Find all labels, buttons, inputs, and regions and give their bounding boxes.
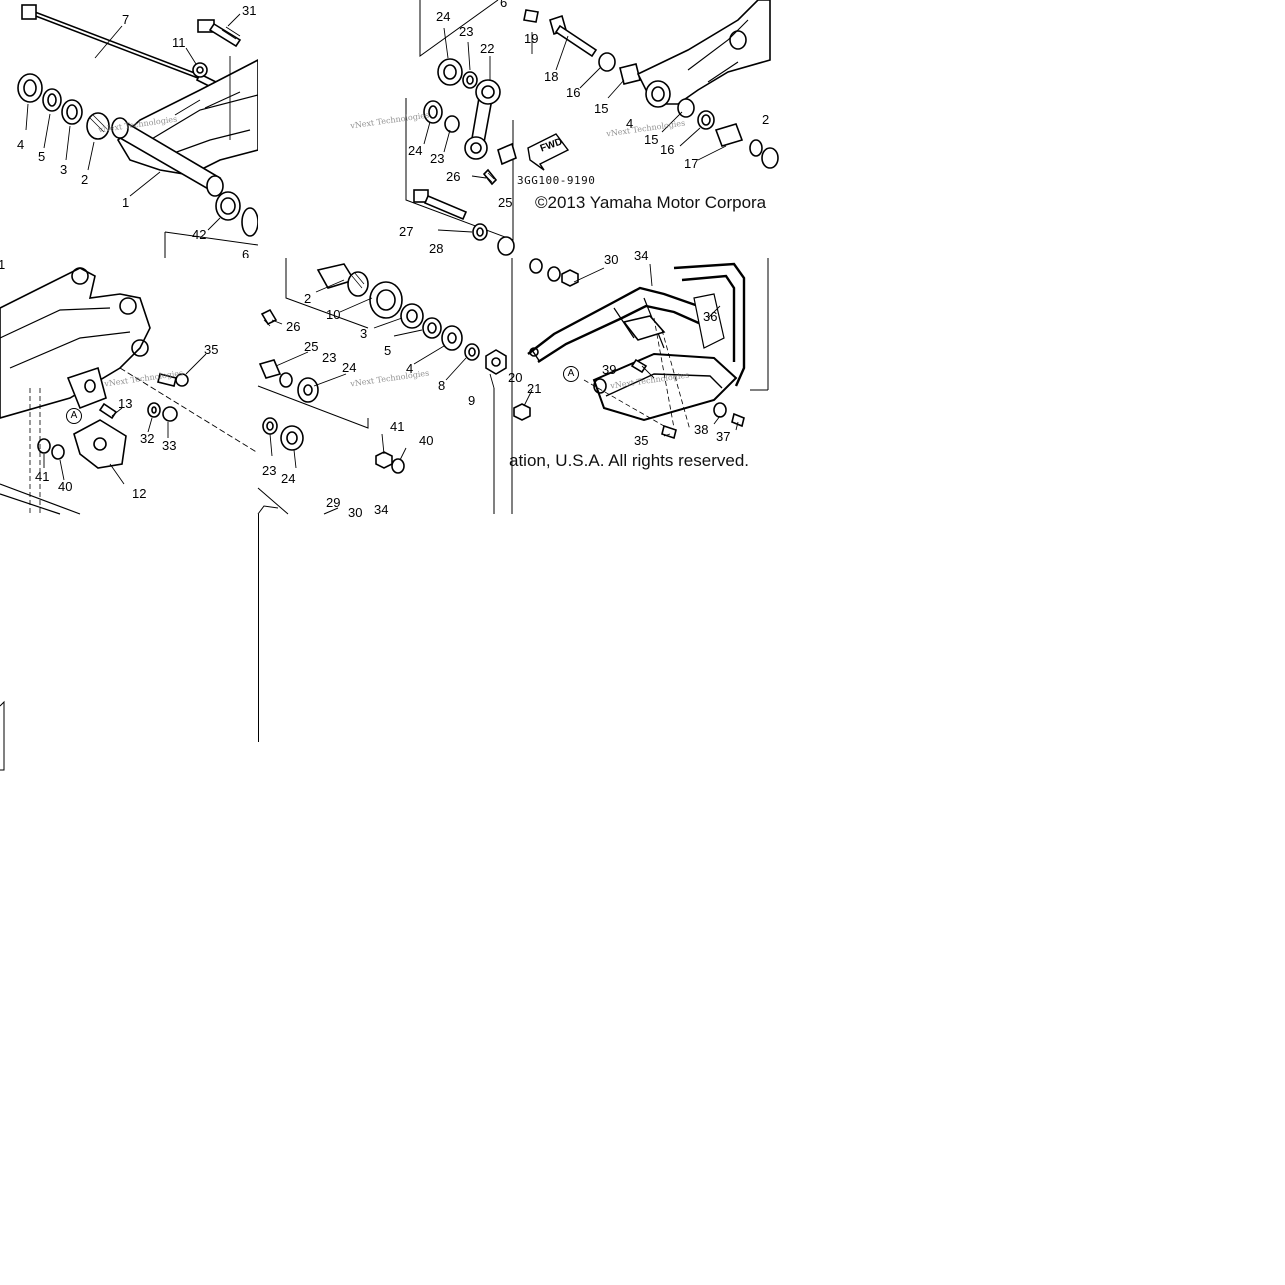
diagram-tile-guard: 30 34 36 20 21 39 35 38 37 A ation, U.S.… <box>508 249 770 514</box>
callout-17: 17 <box>684 156 699 171</box>
callout-1b: 1 <box>0 257 6 272</box>
guard-drawing <box>513 258 769 440</box>
callout-4b: 4 <box>626 116 634 131</box>
callout-24d: 24 <box>281 471 296 486</box>
callout-25: 25 <box>498 195 513 210</box>
callout-4c: 4 <box>406 361 414 376</box>
callout-34b: 34 <box>634 248 649 263</box>
callout-23b: 23 <box>430 151 445 166</box>
callout-13: 13 <box>118 396 133 411</box>
callout-35b: 35 <box>634 433 649 448</box>
callout-15b: 15 <box>644 132 659 147</box>
callout-16b: 16 <box>660 142 675 157</box>
pivot-hardware-drawing <box>257 258 513 515</box>
callout-2: 2 <box>81 172 89 187</box>
callout-23d: 23 <box>262 463 277 478</box>
callout-5b: 5 <box>384 343 392 358</box>
callout-21: 21 <box>527 381 542 396</box>
callout-24b: 24 <box>408 143 423 158</box>
callout-4: 4 <box>17 137 25 152</box>
callout-24c: 24 <box>342 360 357 375</box>
callout-36: 36 <box>703 309 718 324</box>
diagram-tile-relay-arm: 24 23 22 6 19 18 16 15 4 15 16 17 2 24 2… <box>258 0 779 258</box>
callout-10: 10 <box>326 307 341 322</box>
callout-3: 3 <box>60 162 68 177</box>
callout-29: 29 <box>326 495 341 510</box>
copyright-end: ation, U.S.A. All rights reserved. <box>509 451 749 470</box>
callout-37: 37 <box>716 429 731 444</box>
callout-5: 5 <box>38 149 46 164</box>
callout-20: 20 <box>508 370 523 385</box>
callout-38: 38 <box>694 422 709 437</box>
callout-27: 27 <box>399 224 414 239</box>
callout-2b: 2 <box>762 112 770 127</box>
callout-1: 1 <box>122 195 130 210</box>
callout-9: 9 <box>468 393 476 408</box>
callout-34: 34 <box>374 502 389 517</box>
callout-23c: 23 <box>322 350 337 365</box>
callout-41b: 41 <box>390 419 405 434</box>
callout-30b: 30 <box>604 252 619 267</box>
callout-33: 33 <box>162 438 177 453</box>
callout-19: 19 <box>524 31 539 46</box>
reference-marker-a: A <box>563 366 579 382</box>
callout-40: 40 <box>58 479 73 494</box>
callout-15: 15 <box>594 101 609 116</box>
callout-26b: 26 <box>286 319 301 334</box>
diagram-tile-swingarm: 7 31 11 4 5 3 2 1 42 6 vNext Technologie… <box>0 0 259 262</box>
callout-2c: 2 <box>304 291 312 306</box>
callout-6b: 6 <box>500 0 508 10</box>
callout-18: 18 <box>544 69 559 84</box>
chain-guide-drawing <box>0 267 259 515</box>
callout-40b: 40 <box>419 433 434 448</box>
callout-32: 32 <box>140 431 155 446</box>
callout-30: 30 <box>348 505 363 520</box>
callout-6: 6 <box>242 247 250 262</box>
callout-7: 7 <box>122 12 130 27</box>
callout-31: 31 <box>242 3 257 18</box>
callout-25b: 25 <box>304 339 319 354</box>
diagram-tile-chain-guide: 1 35 13 32 33 41 40 12 A vNext Technolog… <box>0 257 259 515</box>
callout-42: 42 <box>192 227 207 242</box>
reference-marker-a: A <box>66 408 82 424</box>
callout-26: 26 <box>446 169 461 184</box>
callout-16: 16 <box>566 85 581 100</box>
callout-28: 28 <box>429 241 444 256</box>
callout-23: 23 <box>459 24 474 39</box>
callout-3b: 3 <box>360 326 368 341</box>
callout-35: 35 <box>204 342 219 357</box>
callout-39: 39 <box>602 362 617 377</box>
callout-24: 24 <box>436 9 451 24</box>
callout-41: 41 <box>35 469 50 484</box>
swingarm-drawing <box>17 4 259 258</box>
diagram-tile-pivot-hardware: 2 10 26 3 5 4 25 23 24 8 9 41 40 23 24 2… <box>257 258 514 519</box>
callout-11: 11 <box>172 35 186 50</box>
callout-22: 22 <box>480 41 495 56</box>
relay-arm-drawing <box>405 0 779 256</box>
part-code: 3GG100-9190 <box>517 174 596 187</box>
callout-12: 12 <box>132 486 147 501</box>
callout-8: 8 <box>438 378 446 393</box>
copyright-start: ©2013 Yamaha Motor Corpora <box>535 193 767 212</box>
